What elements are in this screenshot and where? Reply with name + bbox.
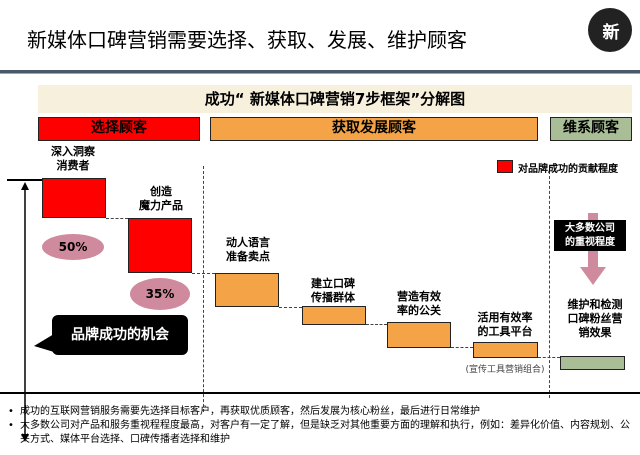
divider-dashed	[549, 166, 550, 398]
tool-note: (宣传工具营销组合)	[465, 365, 545, 375]
phase-select: 选择顾客	[38, 117, 200, 141]
step-bar-7	[560, 356, 625, 370]
double-arrow-icon	[21, 182, 29, 442]
note-text: 大多数公司对产品和服务重视程程度最高，对客户有一定了解，但是缺乏对其他重要方面的…	[20, 420, 630, 445]
bottom-rule	[0, 392, 640, 394]
connector	[106, 218, 128, 219]
axis-top-line	[7, 179, 43, 181]
connector	[366, 324, 387, 325]
diagram-banner: 成功“ 新媒体口碑营销7步框架”分解图	[38, 85, 632, 113]
step-label-1: 深入洞察 消费者	[51, 145, 95, 172]
logo: 新	[588, 8, 632, 52]
percent-badge-2: 35%	[130, 278, 190, 310]
step-bar-3	[215, 273, 279, 307]
note-item: •成功的互联网营销服务需要先选择目标客户，再获取优质顾客，然后发展为核心粉丝，最…	[8, 406, 480, 417]
step-bar-5	[387, 322, 451, 348]
step-bar-1	[42, 178, 106, 218]
slide-title: 新媒体口碑营销需要选择、获取、发展、维护顾客	[27, 28, 467, 52]
callout-pointer	[34, 334, 54, 352]
step-bar-6	[473, 342, 538, 358]
step-label-6: 活用有效率 的工具平台	[477, 311, 533, 338]
legend-label: 对品牌成功的贡献程度	[518, 164, 618, 175]
step-label-3: 动人语言 准备卖点	[226, 236, 270, 263]
connector	[192, 273, 215, 274]
connector	[451, 347, 473, 348]
step-bar-4	[302, 306, 366, 325]
step-label-5: 营造有效 率的公关	[397, 290, 441, 317]
phase-acquire: 获取发展顾客	[210, 117, 538, 141]
connector	[279, 307, 302, 308]
percent-badge-1: 50%	[42, 234, 104, 260]
note-text: 成功的互联网营销服务需要先选择目标客户，再获取优质顾客，然后发展为核心粉丝，最后…	[20, 406, 480, 417]
notes-list: •成功的互联网营销服务需要先选择目标客户，再获取优质顾客，然后发展为核心粉丝，最…	[8, 405, 633, 447]
connector	[538, 357, 560, 358]
step-label-2: 创造 魔力产品	[139, 185, 183, 212]
note-item: •大多数公司对产品和服务重视程程度最高，对客户有一定了解，但是缺乏对其他重要方面…	[8, 420, 630, 445]
phase-retain: 维系顾客	[550, 117, 632, 141]
step-label-7: 维护和检测 口碑粉丝营 销效果	[567, 298, 623, 339]
divider	[0, 70, 640, 74]
opportunity-callout: 品牌成功的机会	[52, 315, 188, 355]
attention-box: 大多数公司 的重视程度	[554, 220, 626, 251]
step-label-4: 建立口碑 传播群体	[311, 277, 355, 304]
step-bar-2	[128, 218, 192, 273]
legend-swatch	[497, 160, 513, 173]
divider-dashed	[203, 166, 204, 412]
